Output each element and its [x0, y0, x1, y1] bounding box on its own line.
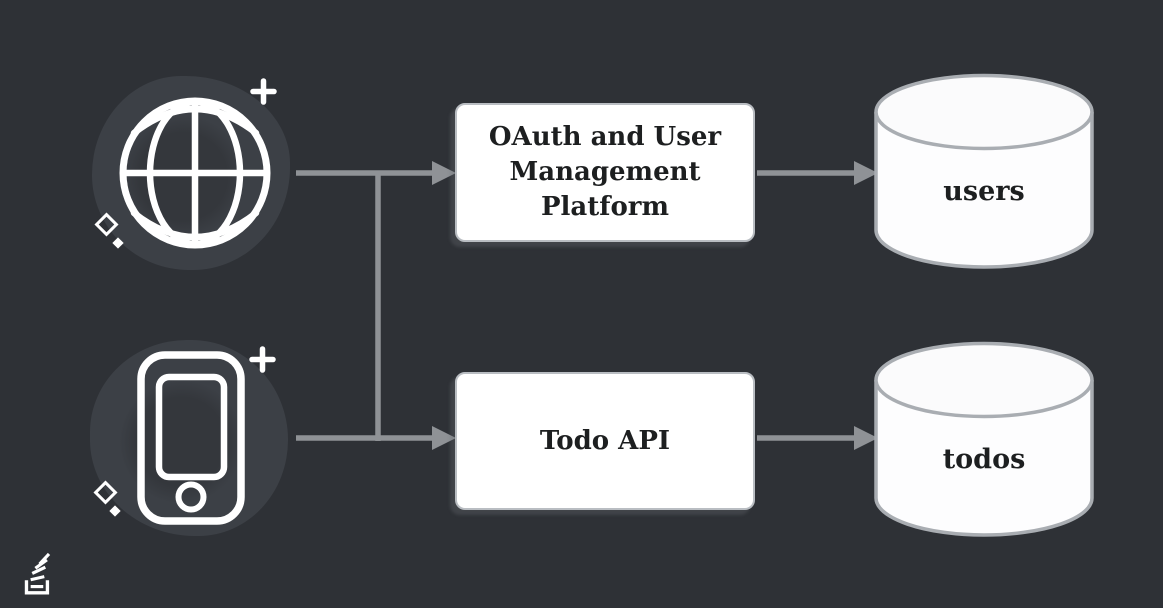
- todo-api-service-label: Todo API: [539, 425, 671, 456]
- todos-database-node: todos: [873, 340, 1095, 540]
- stack-overflow-logo: [24, 552, 51, 595]
- plus-icon: [249, 346, 276, 373]
- todos-database-label: todos: [942, 444, 1026, 475]
- mobile-client-blob: [90, 340, 288, 536]
- users-database-label: users: [943, 176, 1025, 207]
- arrowhead-oauth: [432, 161, 456, 185]
- arrowhead-todo: [432, 426, 456, 450]
- database-cylinder-icon: [874, 341, 1094, 537]
- plus-icon: [250, 78, 277, 105]
- users-database-node: users: [873, 72, 1095, 272]
- arrowhead-todos: [854, 426, 878, 450]
- oauth-service-label: OAuth and User Management Platform: [488, 122, 722, 222]
- globe-icon: [119, 97, 271, 249]
- arrowhead-users: [854, 161, 878, 185]
- database-cylinder-icon: [874, 73, 1094, 269]
- mobile-phone-icon: [137, 351, 245, 525]
- todo-api-service-node: Todo API: [455, 372, 755, 510]
- oauth-service-node: OAuth and User Management Platform: [455, 103, 755, 242]
